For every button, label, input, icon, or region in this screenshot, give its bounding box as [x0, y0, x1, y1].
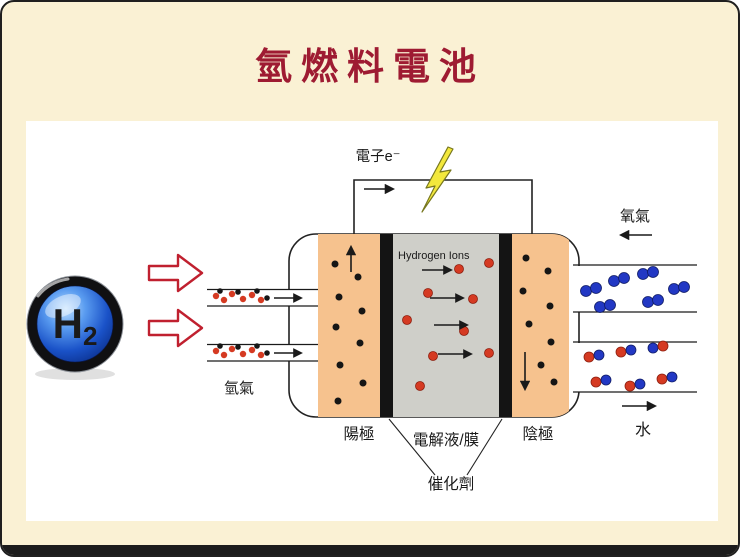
- hydrogen-ions-label: Hydrogen Ions: [398, 250, 470, 262]
- h2-flow-arrow-bottom: [147, 308, 204, 348]
- cathode-label: 陰極: [522, 425, 553, 443]
- cathode-catalyst-bar: [499, 234, 512, 417]
- h2-flow-arrow-top: [147, 253, 204, 293]
- electron-label: 電子e⁻: [356, 148, 401, 165]
- anode-catalyst-bar: [380, 234, 393, 417]
- lightning-bolt-icon: [421, 146, 454, 213]
- h2-flow-arrows: [147, 253, 204, 348]
- hydrogen-inlet-pipes: [207, 288, 318, 362]
- cathode-layer: [512, 234, 569, 417]
- external-circuit: 電子e⁻: [353, 146, 533, 234]
- anode-label: 陽極: [343, 425, 374, 443]
- h2-logo: H2: [26, 275, 124, 380]
- water-label: 水: [635, 421, 651, 439]
- oxygen-molecules: [580, 266, 690, 313]
- anode-electron-dots: [331, 260, 367, 405]
- hydrogen-ion-dots: [402, 258, 494, 391]
- anode-layer: [318, 234, 380, 417]
- ion-flow-arrows: [422, 265, 473, 359]
- hydrogen-molecule-dots: [212, 288, 270, 359]
- cathode-electron-dots: [519, 254, 558, 386]
- water-molecules: [583, 340, 678, 392]
- oxygen-label: 氧氣: [620, 208, 650, 225]
- catalyst-label: 催化劑: [428, 475, 475, 493]
- slide-title: 氫燃料電池: [255, 47, 485, 88]
- catalyst-callout-lines: [388, 418, 503, 476]
- electrolyte-label: 電解液/膜: [413, 431, 479, 449]
- h2-inlet-arrows: [274, 293, 303, 358]
- h2-logo-text: H2: [53, 300, 98, 351]
- hydrogen-gas-label: 氫氣: [224, 380, 254, 397]
- slide-bottom-edge: [2, 545, 738, 555]
